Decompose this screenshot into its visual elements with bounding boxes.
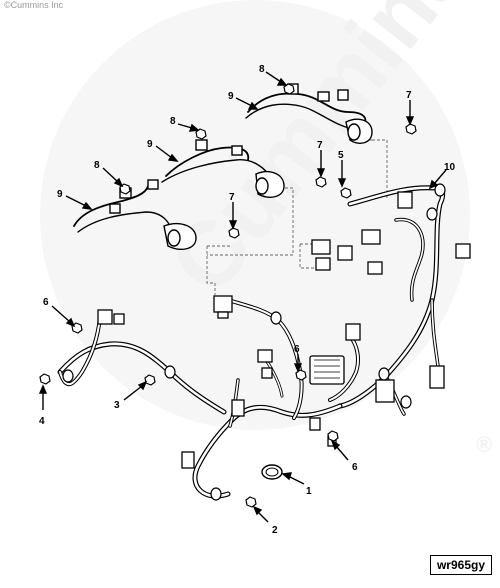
- callout-6-top: 6: [43, 297, 49, 308]
- callout-9-left: 9: [57, 189, 63, 200]
- callout-arrows: [38, 71, 447, 523]
- callout-1: 1: [306, 486, 312, 497]
- callout-2: 2: [272, 525, 278, 536]
- harness-connectors: [97, 191, 471, 469]
- callout-6-middle: 6: [294, 344, 300, 355]
- callout-4: 4: [39, 416, 45, 427]
- callout-8-middle: 8: [170, 116, 176, 127]
- copyright-notice: ©Cummins Inc: [4, 0, 64, 10]
- cummins-watermark: Cummins ®: [40, 0, 492, 457]
- callout-6-lower: 6: [352, 462, 358, 473]
- mounting-clips: [62, 183, 446, 501]
- callout-7-left: 7: [229, 192, 235, 203]
- callout-7-right: 7: [406, 90, 412, 101]
- callout-8-left: 8: [94, 160, 100, 171]
- callout-8-right: 8: [259, 64, 265, 75]
- watermark-registered-mark: ®: [476, 432, 492, 457]
- callout-3: 3: [114, 400, 120, 411]
- grommet: [261, 464, 283, 480]
- callout-7-middle: 7: [317, 140, 323, 151]
- callout-10: 10: [444, 162, 456, 173]
- main-engine-harness: [57, 185, 446, 499]
- fasteners: [39, 83, 417, 508]
- callout-labels: 1 2 3 4 5 6 6 6 7 7 7 8 8 8 9 9 9 10: [39, 64, 456, 536]
- figure-reference-code: wr965gy: [429, 555, 492, 575]
- callout-9-middle: 9: [147, 139, 153, 150]
- callout-5: 5: [338, 150, 344, 161]
- callout-9-right: 9: [228, 91, 234, 102]
